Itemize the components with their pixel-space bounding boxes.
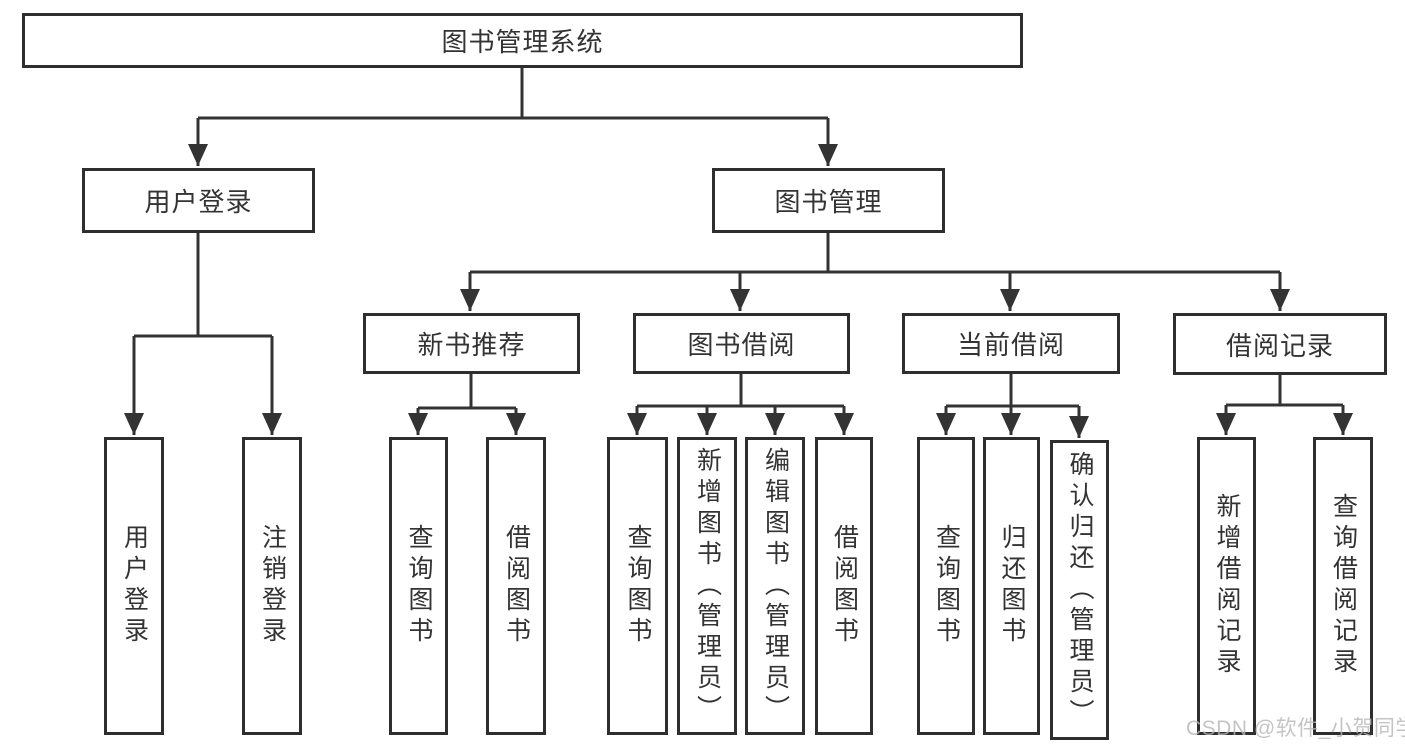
leaf-br-add-record: 新增借阅记录: [1197, 437, 1256, 735]
csdn-watermark: CSDN @软件_小贺同学: [1186, 717, 1405, 740]
leaf-bb-edit-books-admin: 编辑图书（管理员）: [745, 437, 805, 735]
leaf-nbr-borrow-books: 借阅图书: [486, 437, 546, 735]
node-current-borrow: 当前借阅: [902, 313, 1120, 374]
leaf-bb-query-books: 查询图书: [607, 437, 668, 735]
node-borrow-records: 借阅记录: [1173, 313, 1387, 375]
node-user-login: 用户登录: [82, 168, 315, 233]
node-new-book-recommend: 新书推荐: [363, 313, 580, 374]
leaf-label: 查询图书: [932, 524, 961, 648]
node-library-management-system: 图书管理系统: [22, 13, 1023, 68]
leaf-cb-query-books: 查询图书: [917, 437, 975, 735]
leaf-br-query-record: 查询借阅记录: [1313, 437, 1373, 735]
leaf-cb-return-books: 归还图书: [983, 437, 1040, 735]
node-label: 借阅记录: [1225, 330, 1334, 361]
node-book-borrow: 图书借阅: [633, 313, 850, 374]
leaf-label: 用户登录: [120, 524, 149, 648]
node-label: 用户登录: [144, 187, 253, 217]
leaf-label: 新增借阅记录: [1213, 493, 1241, 679]
node-label: 图书借阅: [687, 330, 796, 360]
leaf-label: 查询图书: [624, 524, 652, 648]
leaf-cb-confirm-return-admin: 确认归还（管理员）: [1050, 440, 1109, 740]
leaf-label: 新增图书（管理员）: [693, 446, 722, 726]
leaf-label: 归还图书: [998, 524, 1026, 648]
leaf-label: 注销登录: [258, 524, 287, 648]
leaf-nbr-query-books: 查询图书: [389, 437, 448, 735]
leaf-bb-borrow-books: 借阅图书: [815, 437, 873, 735]
node-label: 图书管理系统: [441, 27, 604, 57]
leaf-label: 借阅图书: [502, 524, 531, 648]
leaf-logout-login: 注销登录: [242, 437, 302, 735]
leaf-label: 借阅图书: [830, 524, 859, 648]
node-book-management: 图书管理: [712, 168, 945, 233]
leaf-label: 编辑图书（管理员）: [761, 446, 790, 726]
leaf-user-login: 用户登录: [104, 437, 164, 735]
node-label: 当前借阅: [956, 330, 1065, 360]
leaf-label: 查询借阅记录: [1329, 493, 1358, 679]
leaf-label: 确认归还（管理员）: [1066, 450, 1094, 730]
node-label: 图书管理: [774, 187, 883, 217]
leaf-label: 查询图书: [405, 524, 433, 648]
node-label: 新书推荐: [417, 330, 526, 360]
leaf-bb-add-books-admin: 新增图书（管理员）: [677, 437, 737, 735]
